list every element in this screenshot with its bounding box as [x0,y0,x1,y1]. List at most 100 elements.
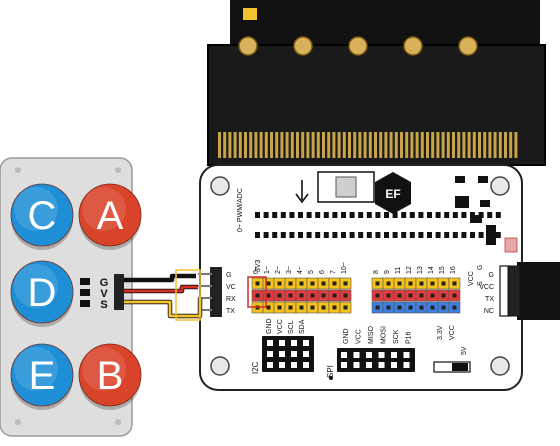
edge-tooth [301,132,305,158]
resistor [349,212,355,218]
resistor [461,232,467,238]
edge-tooth [249,132,253,158]
header-pin [343,293,348,298]
resistor [263,232,269,238]
button-b[interactable]: B [78,343,142,410]
edge-tooth [384,132,388,158]
edge-tooth [436,132,440,158]
edge-tooth [400,132,403,158]
edge-tooth [446,132,450,158]
resistor [298,232,303,238]
header-label: 14 [428,266,435,274]
edge-tooth [472,132,476,158]
resistor [409,232,415,238]
resistor [452,232,458,238]
i2c-pin-label: SDA [299,319,306,334]
header-pin [266,281,271,286]
i2c-hole [267,362,273,368]
header-label: 5 [308,270,315,274]
keypad-pin-label: G [100,277,109,289]
spi-hole [391,352,397,358]
header-label: 6 [319,270,326,274]
button-e[interactable]: E [10,343,74,410]
edge-connector [218,132,518,158]
header-pin [332,293,337,298]
i2c-label: I2C [251,361,260,374]
header-pin [266,293,271,298]
resistor [358,212,364,218]
resistor [478,212,484,218]
button-d[interactable]: D [10,260,74,327]
button-label: A [97,194,124,238]
header-pin [255,281,260,286]
edge-tooth [415,132,419,158]
edge-pad [403,36,423,56]
resistor [255,212,260,218]
edge-tooth [441,132,445,158]
header-pin [386,293,391,298]
smd-pad [80,300,90,307]
svg-text:EF: EF [385,187,400,201]
edge-tooth [254,132,258,158]
edge-tooth [374,132,377,158]
spi-pin-label: SCK [393,329,400,344]
resistor [435,212,441,218]
resistor [452,212,458,218]
i2c-hole [267,340,273,346]
header-pin [310,293,315,298]
resistor [401,232,407,238]
smd-pad [80,278,90,285]
header-label: 4~ [297,266,304,274]
header-pin [375,305,380,310]
header-pin [375,293,380,298]
resistor [401,212,407,218]
header-pin [321,281,326,286]
header-pin [375,281,380,286]
button-label: B [97,354,124,398]
resistor [272,232,278,238]
mount-hole [490,176,510,196]
edge-tooth [368,132,372,158]
spi-hole [353,362,360,368]
connector-pin-label: VC [226,284,236,291]
edge-tooth [420,132,424,158]
resistor [435,232,441,238]
smd-pad [80,289,90,296]
mount-hole [210,356,230,376]
resistor [358,232,364,238]
button-a[interactable]: A [78,183,142,250]
header-pin [408,281,413,286]
edge-tooth [493,132,497,158]
switch-slider [452,363,468,371]
button-c[interactable]: C [10,183,74,250]
header-pin [343,305,348,310]
wire-ground [124,274,196,282]
button-highlight [82,187,126,231]
spi-dot [329,376,333,380]
button-cap [78,183,142,247]
resistor [332,212,338,218]
connector-pin-label: NC [484,308,494,315]
connector-pin-label: VCC [479,284,494,291]
side-label: VCC [468,271,475,286]
i2c-hole [291,340,297,346]
edge-tooth [296,132,299,158]
resistor [272,212,278,218]
header-label: 16 [450,266,457,274]
header-pin [441,305,446,310]
header-pin [288,281,293,286]
wire-vcc [124,285,198,293]
spi-hole [378,352,385,358]
edge-tooth [410,132,414,158]
resistor [384,212,389,218]
spi-hole [341,362,347,368]
resistor [349,232,355,238]
mount-hole [210,176,230,196]
spi-hole [366,362,372,368]
pwm-label: 0~ PWM/ADC [237,188,244,232]
spi-hole [378,362,385,368]
header-label: 9 [384,270,391,274]
resistor [280,212,286,218]
